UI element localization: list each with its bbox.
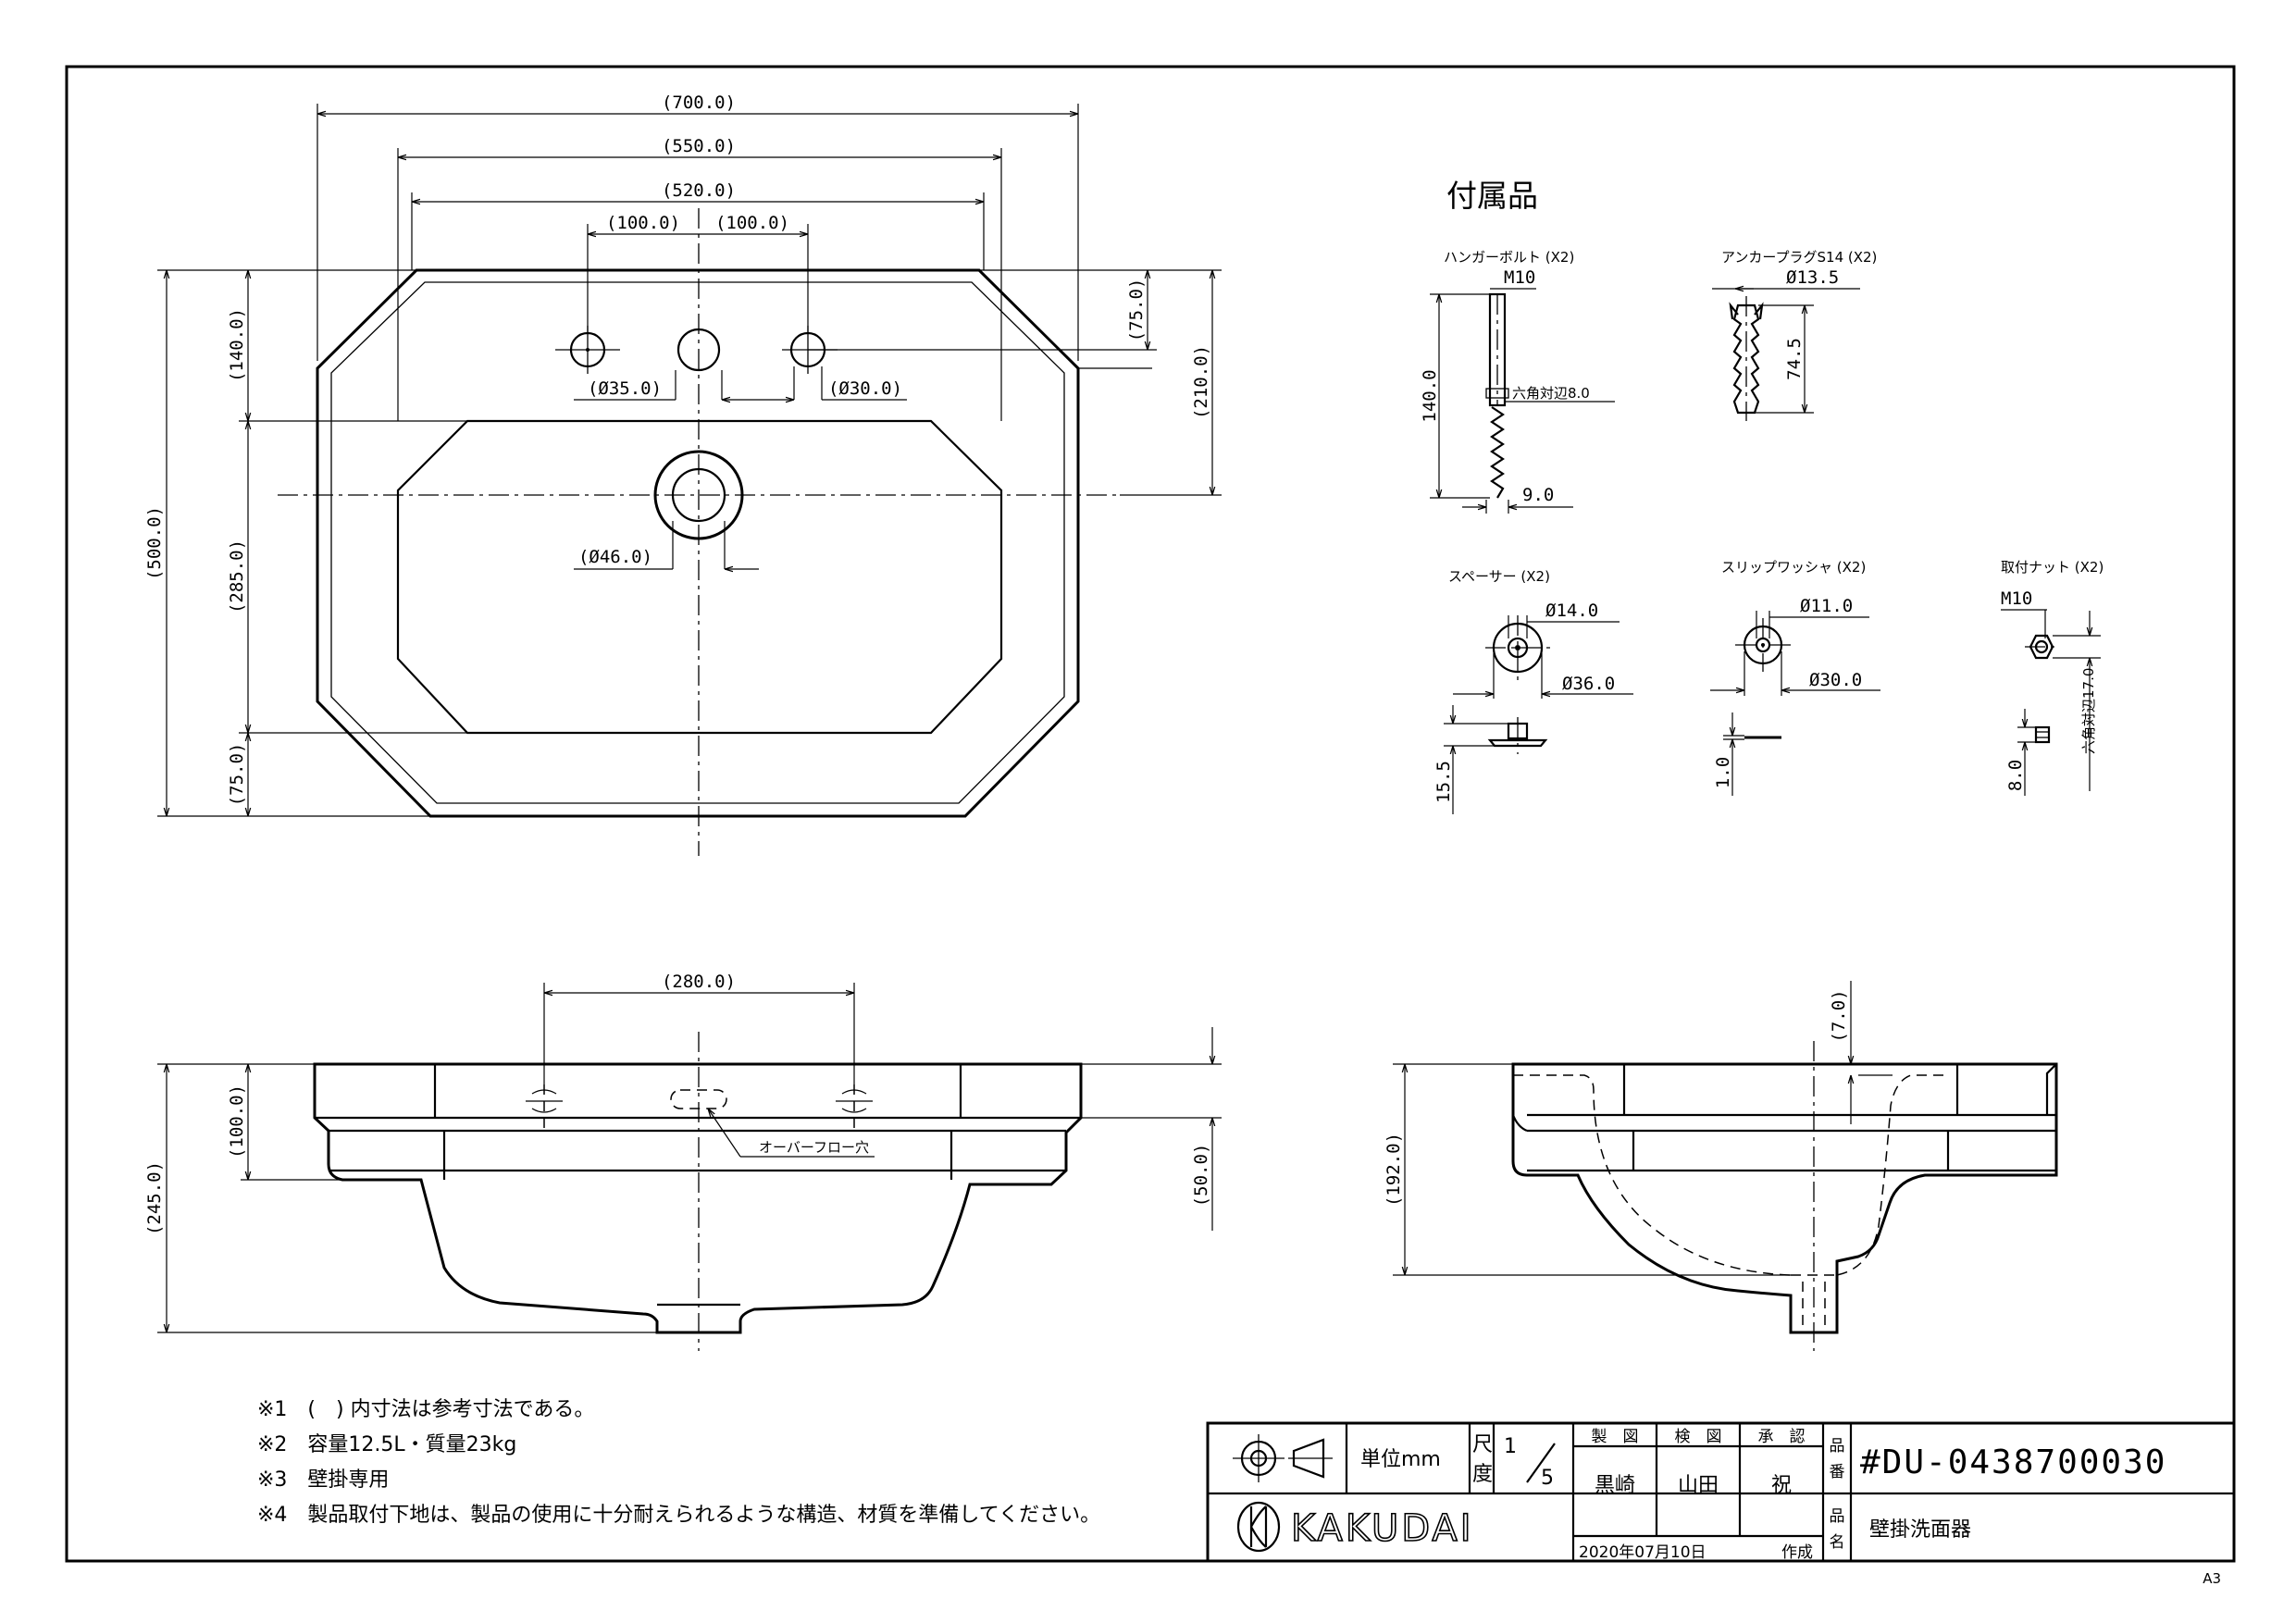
dim-700: (700.0) (662, 93, 736, 113)
hanger-bolt-hex: 六角対辺8.0 (1512, 385, 1590, 402)
slip-washer: スリップワッシャ (X2) Ø11.0 Ø30.0 1.0 (1710, 559, 1880, 796)
spacer-height: 15.5 (1433, 761, 1454, 803)
projection-symbol-icon (1233, 1434, 1333, 1482)
dim-100: (100.0) (227, 1084, 247, 1158)
scale-label-2: 度 (1472, 1463, 1493, 1486)
hanger-bolt: ハンガーボルト (X2) M10 140.0 六角対辺8.0 9.0 (1420, 249, 1615, 514)
slip-washer-thickness: 1.0 (1713, 757, 1733, 788)
brand-name: KAKUDAI (1291, 1507, 1474, 1550)
nut-name: 取付ナット (X2) (2001, 559, 2104, 576)
anchor-plug-dia: Ø13.5 (1786, 267, 1839, 288)
dim-192: (192.0) (1384, 1133, 1404, 1207)
slip-washer-inner-dia: Ø11.0 (1800, 596, 1853, 616)
hinban-label-2: 番 (1830, 1463, 1845, 1481)
created-label: 作成 (1781, 1543, 1813, 1562)
dim-550: (550.0) (662, 136, 736, 156)
scale-label-1: 尺 (1472, 1433, 1493, 1456)
part-number: #DU-0438700030 (1860, 1443, 2166, 1481)
anchor-plug: アンカープラグS14 (X2) Ø13.5 74.5 (1712, 249, 1877, 421)
header-shonin: 承 認 (1758, 1428, 1806, 1446)
accessories-panel: 付属品 ハンガーボルト (X2) M10 140.0 六角対辺8.0 9.0 ア… (1420, 178, 2104, 814)
dim-280: (280.0) (662, 972, 736, 992)
front-view: (700.0) (550.0) (520.0) (100.0) (100.0) … (144, 93, 1222, 856)
dim-100-left: (100.0) (606, 213, 680, 233)
overflow-hole-label: オーバーフロー穴 (759, 1139, 869, 1156)
notes: ※1 ( ) 内寸法は参考寸法である。 ※2 容量12.5L・質量23kg ※3… (257, 1398, 1100, 1527)
dim-75-bottom: (75.0) (227, 743, 247, 807)
section-view: (7.0) (192.0) (1384, 981, 2058, 1351)
dim-520: (520.0) (662, 180, 736, 201)
dim-140: (140.0) (227, 308, 247, 382)
nut-m10: M10 (2001, 588, 2032, 609)
sheet-size: A3 (2203, 1570, 2221, 1587)
dim-dia35: (Ø35.0) (588, 378, 662, 399)
approver-name: 祝 (1771, 1474, 1792, 1497)
title-block: 単位mm 尺 度 1 5 製 図 検 図 承 認 黒崎 山田 祝 品 番 #DU… (1206, 1421, 2236, 1563)
note-1: ※1 ( ) 内寸法は参考寸法である。 (257, 1398, 594, 1421)
dim-500: (500.0) (144, 506, 165, 580)
dim-dia46: (Ø46.0) (578, 547, 652, 567)
nut-hex: 六角対辺17.0 (2080, 668, 2097, 754)
dim-7: (7.0) (1829, 989, 1849, 1042)
header-seizu: 製 図 (1592, 1428, 1639, 1446)
hanger-bolt-name: ハンガーボルト (X2) (1444, 249, 1574, 266)
header-kenzu: 検 図 (1675, 1428, 1722, 1446)
mounting-nut: 取付ナット (X2) M10 六角対辺17.0 8.0 (2001, 559, 2104, 796)
scale-denominator: 5 (1541, 1467, 1554, 1490)
dim-285: (285.0) (227, 539, 247, 613)
hanger-bolt-length: 140.0 (1420, 369, 1440, 422)
accessories-heading: 付属品 (1446, 178, 1538, 214)
scale-numerator: 1 (1504, 1435, 1517, 1458)
drafter-name: 黒崎 (1595, 1474, 1635, 1497)
hinmei-label-2: 名 (1830, 1533, 1845, 1552)
note-4: ※4 製品取付下地は、製品の使用に十分耐えられるような構造、材質を準備してくださ… (257, 1504, 1100, 1527)
product-name: 壁掛洗面器 (1869, 1518, 1971, 1542)
dim-245: (245.0) (144, 1161, 165, 1235)
dim-50: (50.0) (1191, 1144, 1211, 1208)
side-view: (280.0) (245.0) (100.0) (50.0) オーバーフロー穴 (144, 972, 1222, 1351)
hinban-label-1: 品 (1830, 1437, 1845, 1456)
dim-100-right: (100.0) (715, 213, 789, 233)
nut-height: 8.0 (2005, 760, 2026, 791)
anchor-plug-name: アンカープラグS14 (X2) (1721, 249, 1877, 266)
dim-210: (210.0) (1191, 345, 1211, 419)
dim-75-top: (75.0) (1126, 279, 1147, 342)
unit-label: 単位mm (1360, 1448, 1441, 1471)
kakudai-logo: KAKUDAI (1236, 1501, 1474, 1553)
note-3: ※3 壁掛専用 (257, 1468, 389, 1492)
spacer: スペーサー (X2) Ø14.0 Ø36.0 15.5 (1433, 568, 1633, 814)
dim-dia30: (Ø30.0) (828, 378, 902, 399)
note-2: ※2 容量12.5L・質量23kg (257, 1433, 516, 1456)
anchor-plug-length: 74.5 (1784, 338, 1805, 380)
checker-name: 山田 (1678, 1474, 1719, 1497)
spacer-name: スペーサー (X2) (1448, 568, 1550, 585)
hanger-bolt-m10: M10 (1504, 267, 1535, 288)
created-date: 2020年07月10日 (1579, 1543, 1706, 1562)
spacer-outer-dia: Ø36.0 (1562, 674, 1615, 694)
hinmei-label-1: 品 (1830, 1507, 1845, 1526)
sheet-border (65, 65, 2236, 1563)
hanger-bolt-dia: 9.0 (1522, 485, 1554, 505)
slip-washer-outer-dia: Ø30.0 (1809, 670, 1862, 690)
slip-washer-name: スリップワッシャ (X2) (1721, 559, 1866, 576)
spacer-inner-dia: Ø14.0 (1545, 601, 1598, 621)
